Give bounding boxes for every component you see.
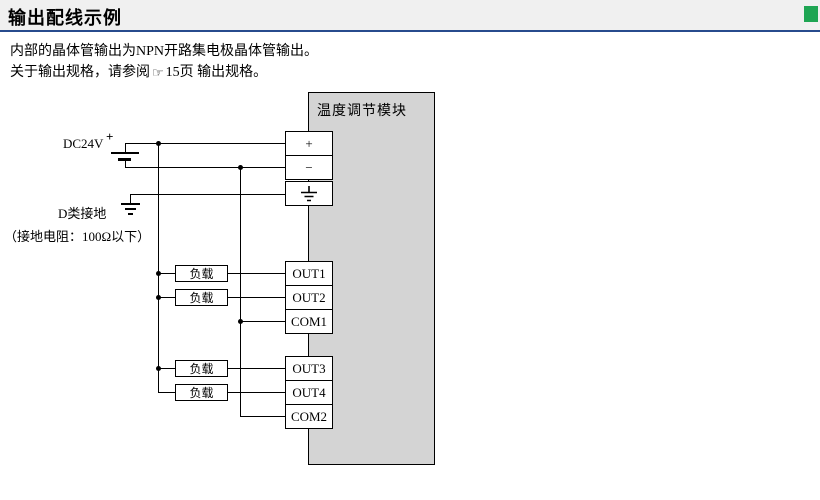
load-box-1: 负载 <box>175 265 228 282</box>
junction-dot <box>156 141 161 146</box>
terminal-ground <box>285 181 333 206</box>
wire-ground <box>130 194 285 195</box>
terminal-label: OUT1 <box>292 265 326 281</box>
intro-line-1: 内部的晶体管输出为NPN开路集电极晶体管输出。 <box>10 44 319 59</box>
load-label: 负载 <box>189 386 214 400</box>
page-title: 输出配线示例 <box>8 8 122 28</box>
terminal-label: OUT4 <box>292 384 326 400</box>
load-label: 负载 <box>189 362 214 376</box>
earth-ground-icon <box>301 185 317 201</box>
wire-com1 <box>240 321 285 322</box>
load-box-4: 负载 <box>175 384 228 401</box>
ground-label: D类接地 <box>58 206 107 221</box>
wire-load1-out1 <box>227 273 285 274</box>
wire-load2-out2 <box>227 297 285 298</box>
section-color-tab <box>804 6 818 22</box>
terminal-out4: OUT4 <box>285 380 333 405</box>
terminal-label: COM1 <box>290 313 328 329</box>
junction-dot <box>156 366 161 371</box>
intro-line-2: 关于输出规格，请参阅☞15页 输出规格。 <box>10 61 267 81</box>
junction-dot <box>156 271 161 276</box>
battery-stub-top <box>125 143 126 152</box>
wire-load3-left <box>158 368 175 369</box>
wire-load1-left <box>158 273 175 274</box>
load-label: 负载 <box>189 267 214 281</box>
battery-stub-bottom <box>125 161 126 167</box>
wire-load4-left <box>158 392 175 393</box>
load-label: 负载 <box>189 291 214 305</box>
terminal-label: + <box>305 135 313 151</box>
ground-note: （接地电阻：100Ω以下） <box>4 229 151 244</box>
terminal-out2: OUT2 <box>285 285 333 310</box>
wire-minus <box>125 167 285 168</box>
terminal-com2: COM2 <box>285 404 333 429</box>
terminal-label: OUT2 <box>292 289 326 305</box>
terminal-plus: + <box>285 131 333 156</box>
terminal-label: OUT3 <box>292 360 326 376</box>
wire-plus <box>125 143 285 144</box>
power-label: DC24V <box>63 136 104 151</box>
reference-link[interactable]: 15页 输出规格。 <box>165 65 268 80</box>
terminal-minus: − <box>285 155 333 180</box>
wire-load4-out4 <box>227 392 285 393</box>
ground-bar-3 <box>128 213 133 215</box>
wire-load3-out3 <box>227 368 285 369</box>
load-box-2: 负载 <box>175 289 228 306</box>
battery-plus-sign: + <box>106 129 114 144</box>
battery-plate-long <box>111 152 139 154</box>
intro-line-2-prefix: 关于输出规格，请参阅 <box>10 65 150 80</box>
reference-icon: ☞ <box>152 65 164 80</box>
trunk-common-vertical <box>240 167 241 417</box>
module-label: 温度调节模块 <box>317 104 407 119</box>
wire-com2 <box>240 416 285 417</box>
battery-plate-short <box>118 158 131 161</box>
ground-bar-1 <box>121 203 140 205</box>
load-box-3: 负载 <box>175 360 228 377</box>
terminal-com1: COM1 <box>285 309 333 334</box>
junction-dot <box>238 319 243 324</box>
junction-dot <box>238 165 243 170</box>
wire-load2-left <box>158 297 175 298</box>
terminal-out1: OUT1 <box>285 261 333 286</box>
ground-stub <box>130 194 131 203</box>
header-bar <box>0 0 820 30</box>
terminal-label: COM2 <box>290 408 328 424</box>
header-rule <box>0 30 820 32</box>
terminal-out3: OUT3 <box>285 356 333 381</box>
ground-bar-2 <box>125 208 136 210</box>
junction-dot <box>156 295 161 300</box>
trunk-plus-vertical <box>158 143 159 393</box>
terminal-label: − <box>305 159 313 175</box>
